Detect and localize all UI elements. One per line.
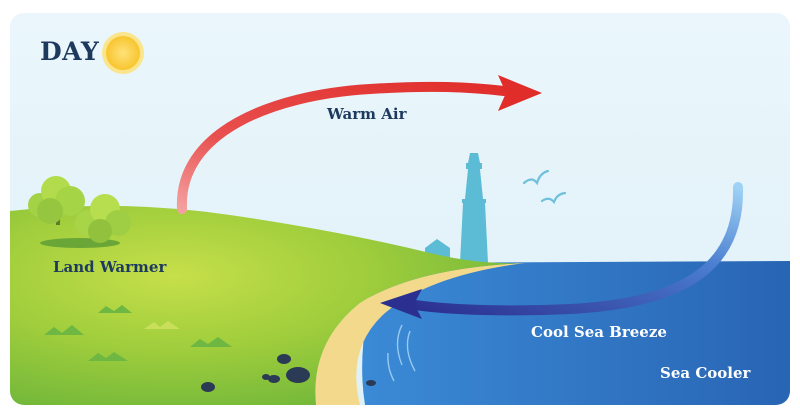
scene [10, 13, 790, 405]
diagram-frame: DAY Warm Air Land Warmer Cool Sea Breeze… [10, 13, 790, 405]
sea-label: Sea Cooler [660, 364, 751, 382]
warm-air-arrow [176, 75, 542, 214]
water-ripples [387, 324, 416, 382]
land [10, 205, 525, 405]
rock-icon [201, 354, 376, 392]
beach [315, 263, 525, 405]
day-label: DAY [40, 37, 100, 66]
land-label: Land Warmer [53, 258, 167, 276]
sun-icon [102, 32, 144, 74]
bird-icon [522, 169, 567, 205]
grass-tufts [44, 305, 232, 361]
cool-breeze-arrow [380, 182, 744, 319]
warm-air-label: Warm Air [327, 105, 407, 123]
tree-icon [28, 176, 131, 248]
breeze-label: Cool Sea Breeze [531, 323, 667, 341]
lighthouse-icon [460, 153, 488, 263]
sea [362, 261, 790, 405]
